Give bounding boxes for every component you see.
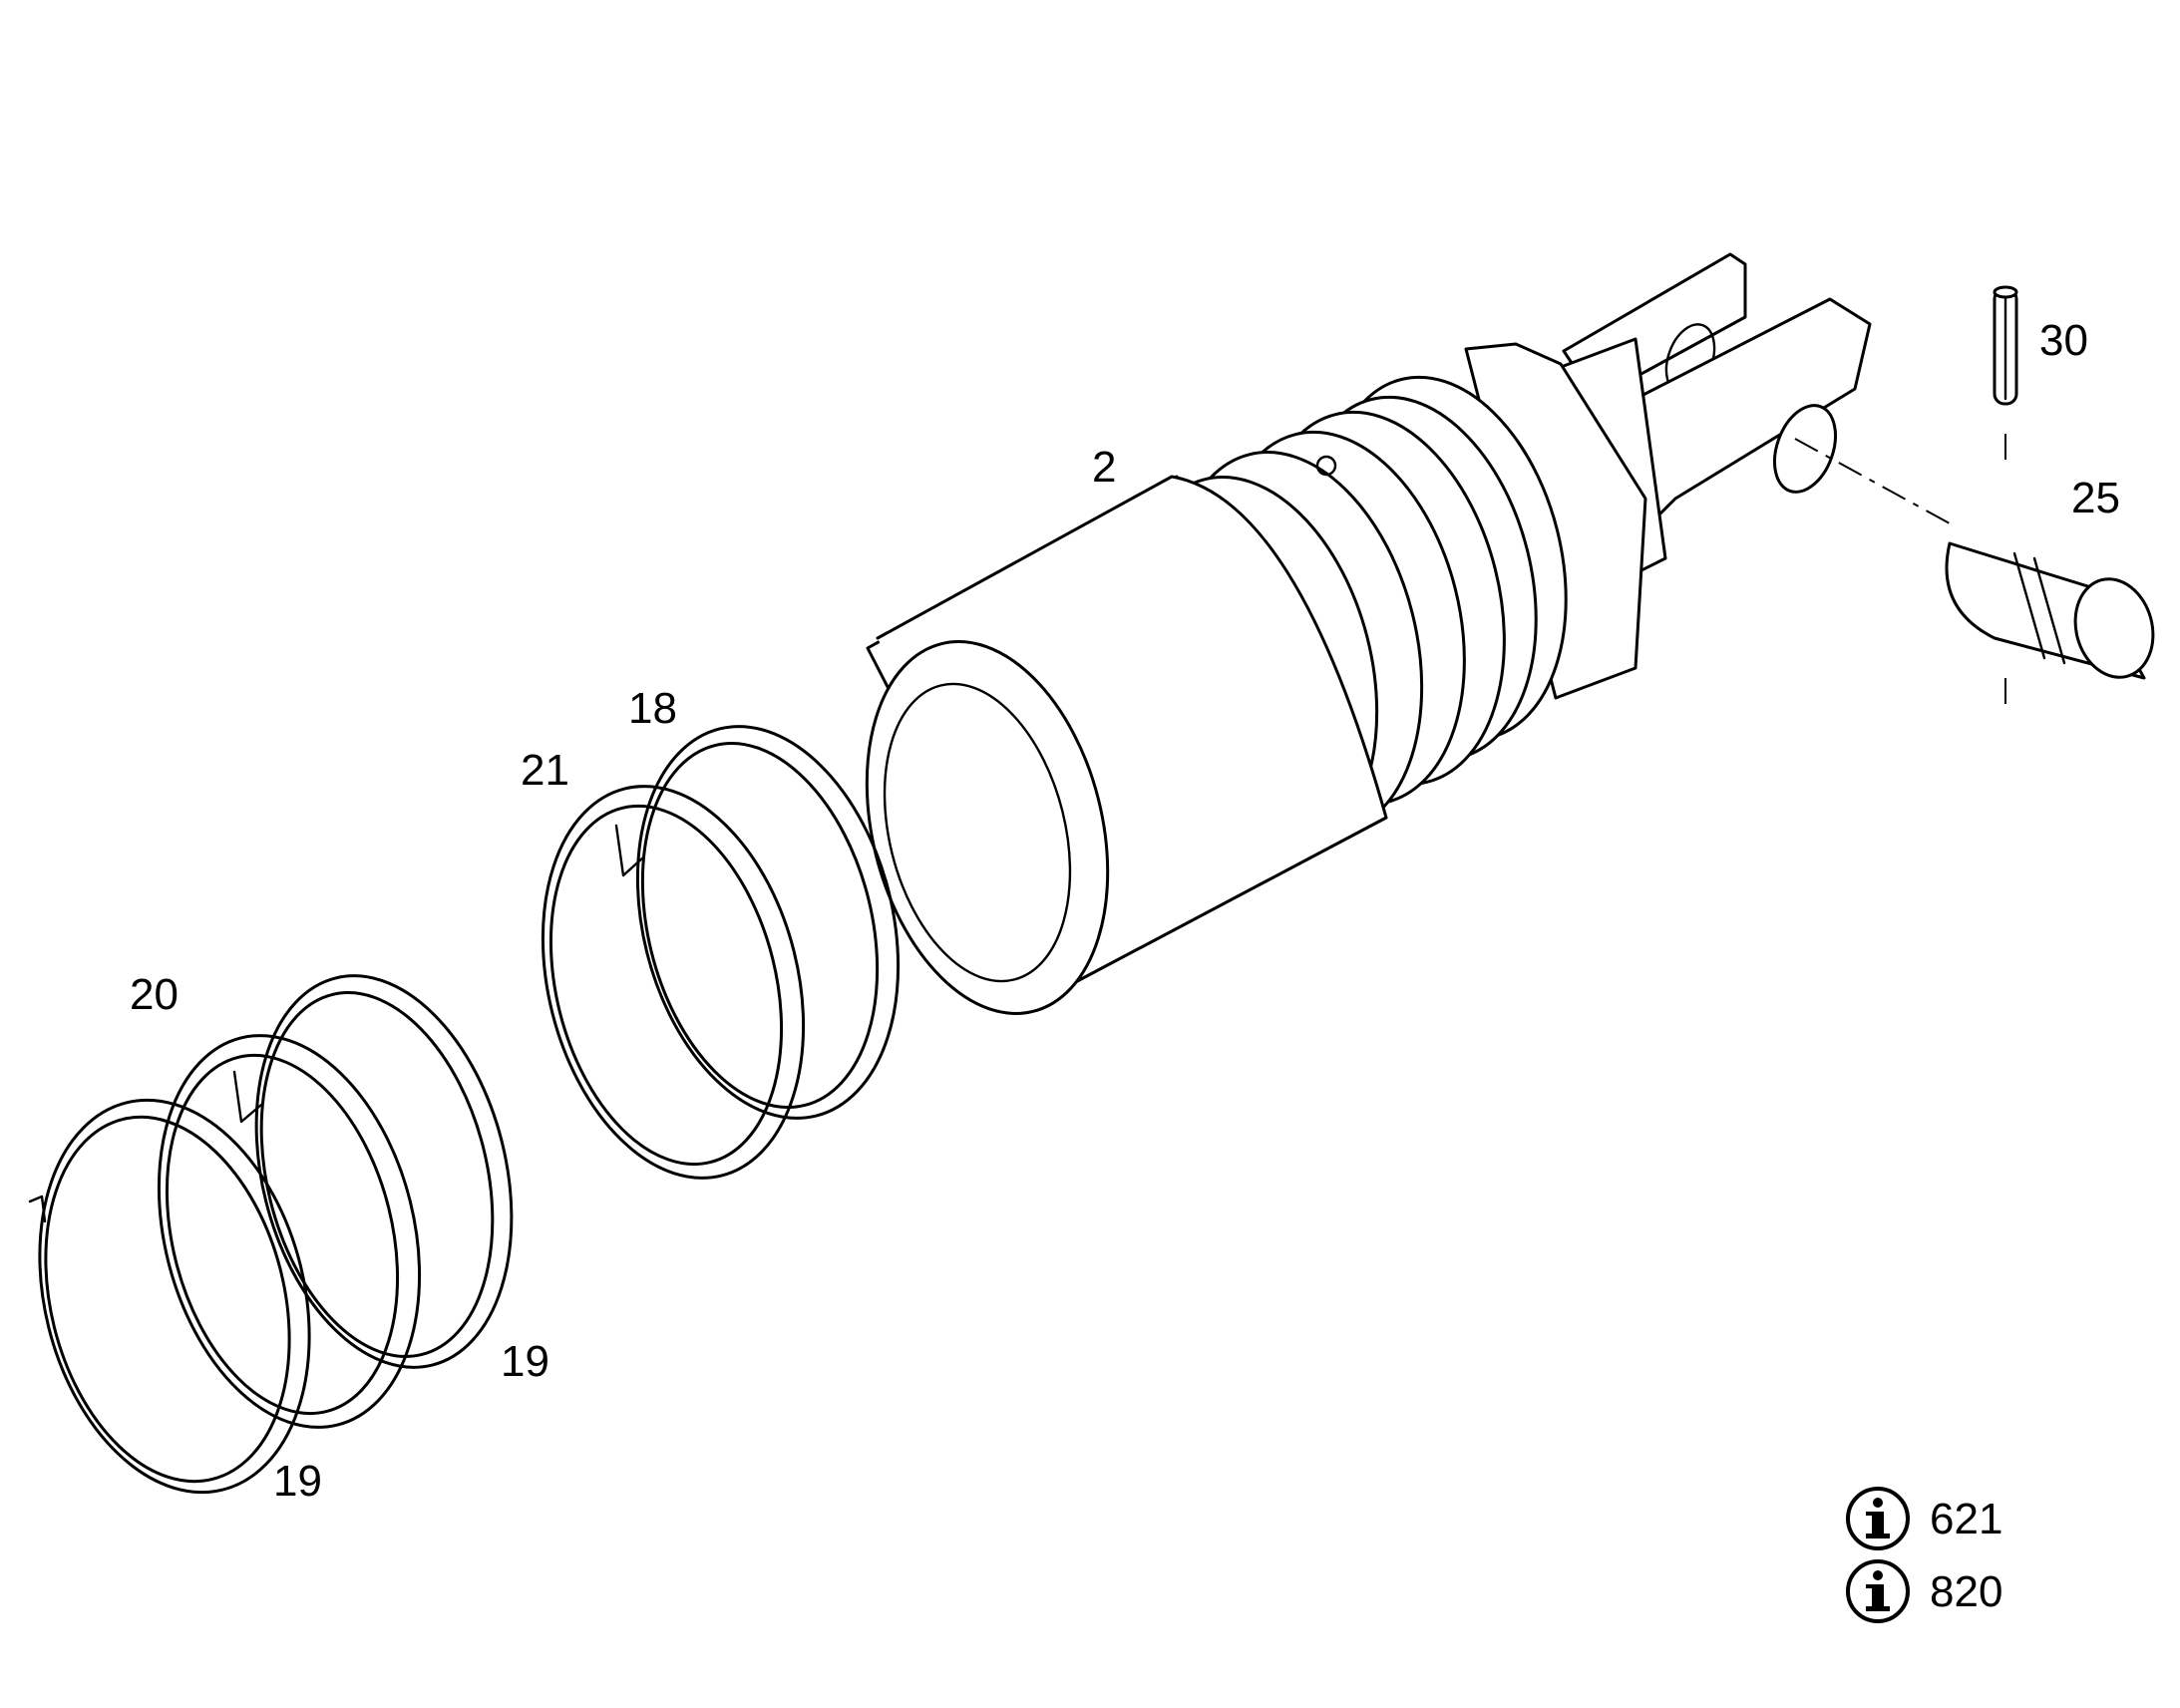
info-ref-820[interactable]: 820 bbox=[1846, 1559, 2002, 1623]
info-ref-621[interactable]: 621 bbox=[1846, 1487, 2002, 1550]
callout-2: 2 bbox=[1092, 443, 1116, 492]
callout-20: 20 bbox=[130, 970, 179, 1019]
callout-19-right: 19 bbox=[501, 1337, 549, 1386]
info-ref-621-number: 621 bbox=[1930, 1495, 2002, 1543]
part-2-piston-assembly[interactable] bbox=[830, 252, 1872, 1039]
part-25-pin[interactable] bbox=[1945, 541, 2164, 686]
callout-30: 30 bbox=[2039, 316, 2088, 365]
part-19-ring-right[interactable] bbox=[217, 948, 550, 1394]
part-30-roll-pin[interactable] bbox=[1993, 285, 2018, 406]
part-21-split-ring[interactable] bbox=[504, 759, 842, 1206]
callout-25: 25 bbox=[2071, 474, 2120, 522]
callout-21: 21 bbox=[521, 746, 569, 795]
part-18-ring[interactable] bbox=[598, 699, 936, 1147]
part-20-split-ring[interactable] bbox=[120, 1008, 458, 1456]
part-19-ring-left[interactable] bbox=[0, 1071, 348, 1521]
callout-19-left: 19 bbox=[273, 1457, 322, 1506]
callout-18: 18 bbox=[628, 684, 677, 733]
assembly-centerline bbox=[1794, 434, 2006, 708]
info-icon bbox=[1846, 1487, 1910, 1550]
info-ref-820-number: 820 bbox=[1930, 1567, 2002, 1616]
info-icon bbox=[1846, 1559, 1910, 1623]
